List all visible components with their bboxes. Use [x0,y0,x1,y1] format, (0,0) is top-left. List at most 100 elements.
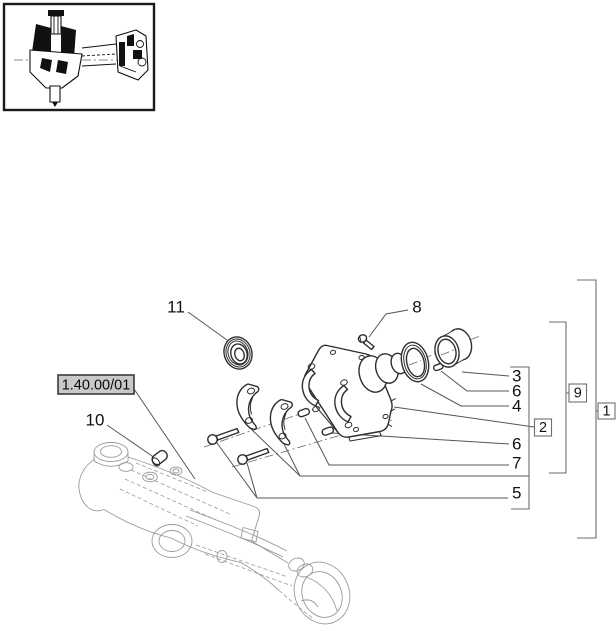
callout-1: 1 [602,404,610,420]
callout-3[interactable]: 3 [512,367,521,386]
bolt-shaft [215,427,240,441]
leader-lines [106,309,535,499]
cap-bolt-hole [245,417,253,424]
knuckle-ring [288,557,305,572]
seal-rim [403,344,427,380]
leader-7 [304,417,509,466]
mount-pad [240,526,259,543]
ring-groove [225,338,251,368]
leader-5 [216,442,508,499]
leader-4 [420,383,509,407]
bottom-edge [170,537,242,563]
part-bearing-cap-1 [236,383,260,431]
saddle-lug-hole [307,363,316,370]
axis-overlays [408,349,456,366]
tube-line [185,515,284,558]
callout-6-upper[interactable]: 6 [512,382,521,401]
part-bearing-cap-2 [269,398,293,446]
hex-bolt [237,447,270,465]
leader-11 [187,311,228,341]
boss-ring [169,466,183,476]
bolt-head-edge [359,335,362,342]
callout-7[interactable]: 7 [512,454,521,473]
cap-step [249,397,253,415]
body-to-trumpet [251,540,289,564]
part-pin-7 [297,407,311,418]
flange-hole [329,349,337,355]
leader-caps-group [249,427,529,477]
part-sleeve-3 [434,328,473,368]
side-bore [151,524,193,558]
leader-8 [368,309,409,338]
sleeve-bore [437,338,457,365]
part-pins [297,362,444,436]
hidden-rib [195,544,289,578]
callouts: 11 8 10 3 6 4 6 7 5 2 9 1 [86,298,616,503]
callout-2-box [533,418,553,437]
axis-through-seal [408,360,422,366]
bracket-9 [549,321,569,474]
ring-groove [227,340,249,366]
trumpet-end-ring [293,561,351,625]
part-bolt-8 [357,334,375,351]
callout-6-lower[interactable]: 6 [512,435,521,454]
saddle-lug-hole [312,405,320,413]
bolt-head-edge [215,434,219,441]
boss-ring [118,462,134,472]
hidden-rib [124,478,217,521]
cap-body [236,383,260,431]
leader-2 [393,406,535,428]
callout-10[interactable]: 10 [86,411,105,430]
callout-9-box [568,383,588,403]
pin-end-face [151,457,161,467]
boss-ring [142,471,158,483]
part-pin-10 [151,449,168,467]
callout-9: 9 [574,386,582,402]
small-hole [216,550,228,563]
boss-ring-inner [172,468,180,474]
pivot-boss-inner [100,445,122,458]
leader-6-upper [440,370,509,392]
flange-hole [352,426,360,433]
callout-5[interactable]: 5 [512,484,521,503]
part-bolts-5 [207,427,270,465]
part-pin-6-lower [321,426,335,436]
reference-label-link[interactable]: 1.40.00/01 [57,374,135,395]
end-ring-web [305,576,338,612]
hidden-rib [119,488,199,527]
callout-9-boxed[interactable]: 9 [568,383,588,403]
callout-1-boxed[interactable]: 1 [597,402,616,420]
callout-4[interactable]: 4 [512,397,521,416]
callout-2: 2 [539,420,547,436]
callout-11[interactable]: 11 [167,298,185,317]
trumpet-hidden-edge [278,590,314,619]
saddle-bore [301,363,320,413]
left-bulge [78,458,105,512]
leader-3 [461,371,510,377]
grouping-brackets [510,279,598,539]
thumbnail-axle-cross-section [29,10,149,107]
callout-2-boxed[interactable]: 2 [533,418,553,437]
reference-label-box [57,374,135,395]
part-ring-11 [223,336,253,370]
hidden-rib [204,553,293,587]
bracket-1 [577,279,598,539]
end-ring-web [300,599,319,608]
body-right-edge [251,506,261,542]
hex-bolt [207,427,240,445]
callout-8[interactable]: 8 [412,298,421,317]
side-bore-inner [158,530,186,552]
part-support-2 [301,344,414,442]
ring-bore [233,347,246,362]
axis-through-sleeve [440,349,456,356]
bracket-inner-group [510,366,530,510]
part-seal-4 [400,341,430,383]
tube-line [189,509,288,552]
thumbnail-overview[interactable] [2,2,156,112]
cap-bolt-hole [247,387,255,395]
hidden-rib [130,469,233,516]
saddle-crescent [301,368,320,407]
callout-1-box [597,402,616,420]
trumpet-end-ring-inner [301,571,343,618]
